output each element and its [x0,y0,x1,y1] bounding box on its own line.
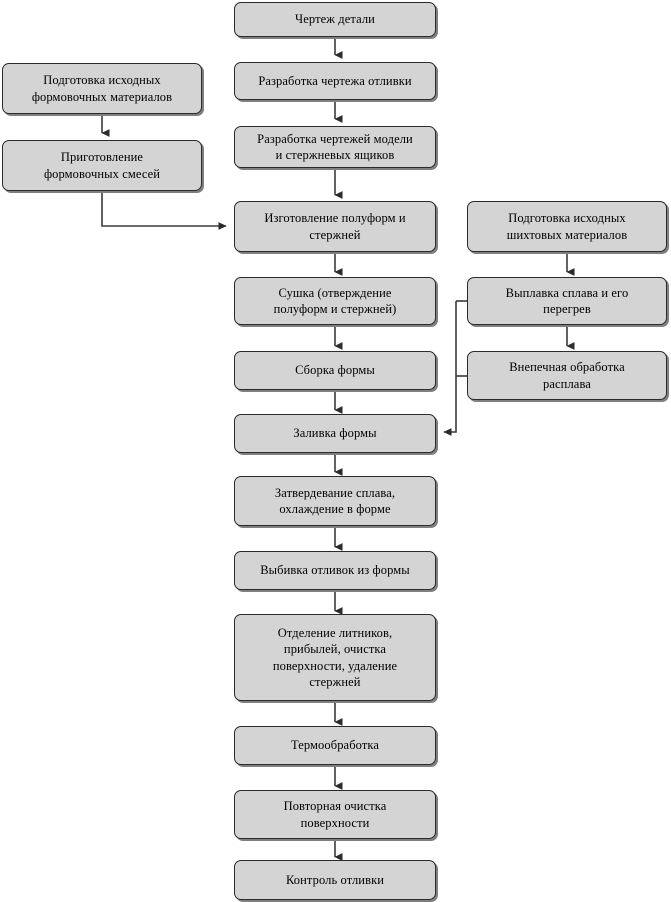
node-label: Термообработка [290,738,380,753]
node-label: Выплавка сплава и его перегрев [505,285,629,316]
node-zatverdevanie-splava[interactable]: Затвердевание сплава, охлаждение в форме [234,476,436,526]
node-razrabotka-chertezhej-modeli[interactable]: Разработка чертежей модели и стержневых … [234,126,436,168]
node-label: Подготовка исходных формовочных материал… [31,73,173,104]
node-vybivka-otlivok-iz-formy[interactable]: Выбивка отливок из формы [234,551,436,590]
node-label: Приготовление формовочных смесей [43,150,161,181]
node-label: Заливка формы [293,426,377,441]
node-izgotovlenie-poluform-i-sterzhnej[interactable]: Изготовление полуформ и стержней [234,201,436,252]
node-label: Выбивка отливок из формы [260,563,410,578]
node-label: Сборка формы [295,363,375,378]
node-label: Чертеж детали [295,12,375,27]
node-povtornaya-ochistka-poverhnosti[interactable]: Повторная очистка поверхности [234,790,436,839]
edge-l2-c4 [101,191,227,230]
node-chertezh-detali[interactable]: Чертеж детали [234,2,436,37]
node-label: Сушка (отверждение полуформ и стержней) [273,285,397,316]
node-zalivka-formy[interactable]: Заливка формы [234,414,436,453]
node-label: Подготовка исходных шихтовых материалов [506,211,628,242]
node-label: Затвердевание сплава, охлаждение в форме [274,485,396,516]
node-sushka-otverzhdenie[interactable]: Сушка (отверждение полуформ и стержней) [234,277,436,325]
node-prigotovlenie-formovochnyh-smesej[interactable]: Приготовление формовочных смесей [2,140,202,191]
node-kontrol-otlivki[interactable]: Контроль отливки [234,860,436,900]
node-vnepechnaya-obrabotka-rasplava[interactable]: Внепечная обработка расплава [467,351,667,400]
node-label: Отделение литников, прибылей, очистка по… [272,626,398,689]
node-label: Изготовление полуформ и стержней [264,211,406,242]
node-razrabotka-chertezha-otlivki[interactable]: Разработка чертежа отливки [234,62,436,100]
node-label: Разработка чертежа отливки [258,73,412,88]
edge-bus-c7 [443,301,457,436]
node-label: Разработка чертежей модели и стержневых … [257,131,413,162]
node-otdelenie-litnikov[interactable]: Отделение литников, прибылей, очистка по… [234,614,436,701]
node-termoobrabotka[interactable]: Термообработка [234,726,436,765]
node-label: Контроль отливки [285,872,385,887]
node-podgotovka-formovochnyh-materialov[interactable]: Подготовка исходных формовочных материал… [2,63,202,114]
node-label: Внепечная обработка расплава [509,360,625,391]
node-sborka-formy[interactable]: Сборка формы [234,351,436,390]
node-podgotovka-shihtovyh-materialov[interactable]: Подготовка исходных шихтовых материалов [467,201,667,252]
node-vyplavka-splava-i-ego-peregrev[interactable]: Выплавка сплава и его перегрев [467,277,667,325]
node-label: Повторная очистка поверхности [283,799,387,830]
